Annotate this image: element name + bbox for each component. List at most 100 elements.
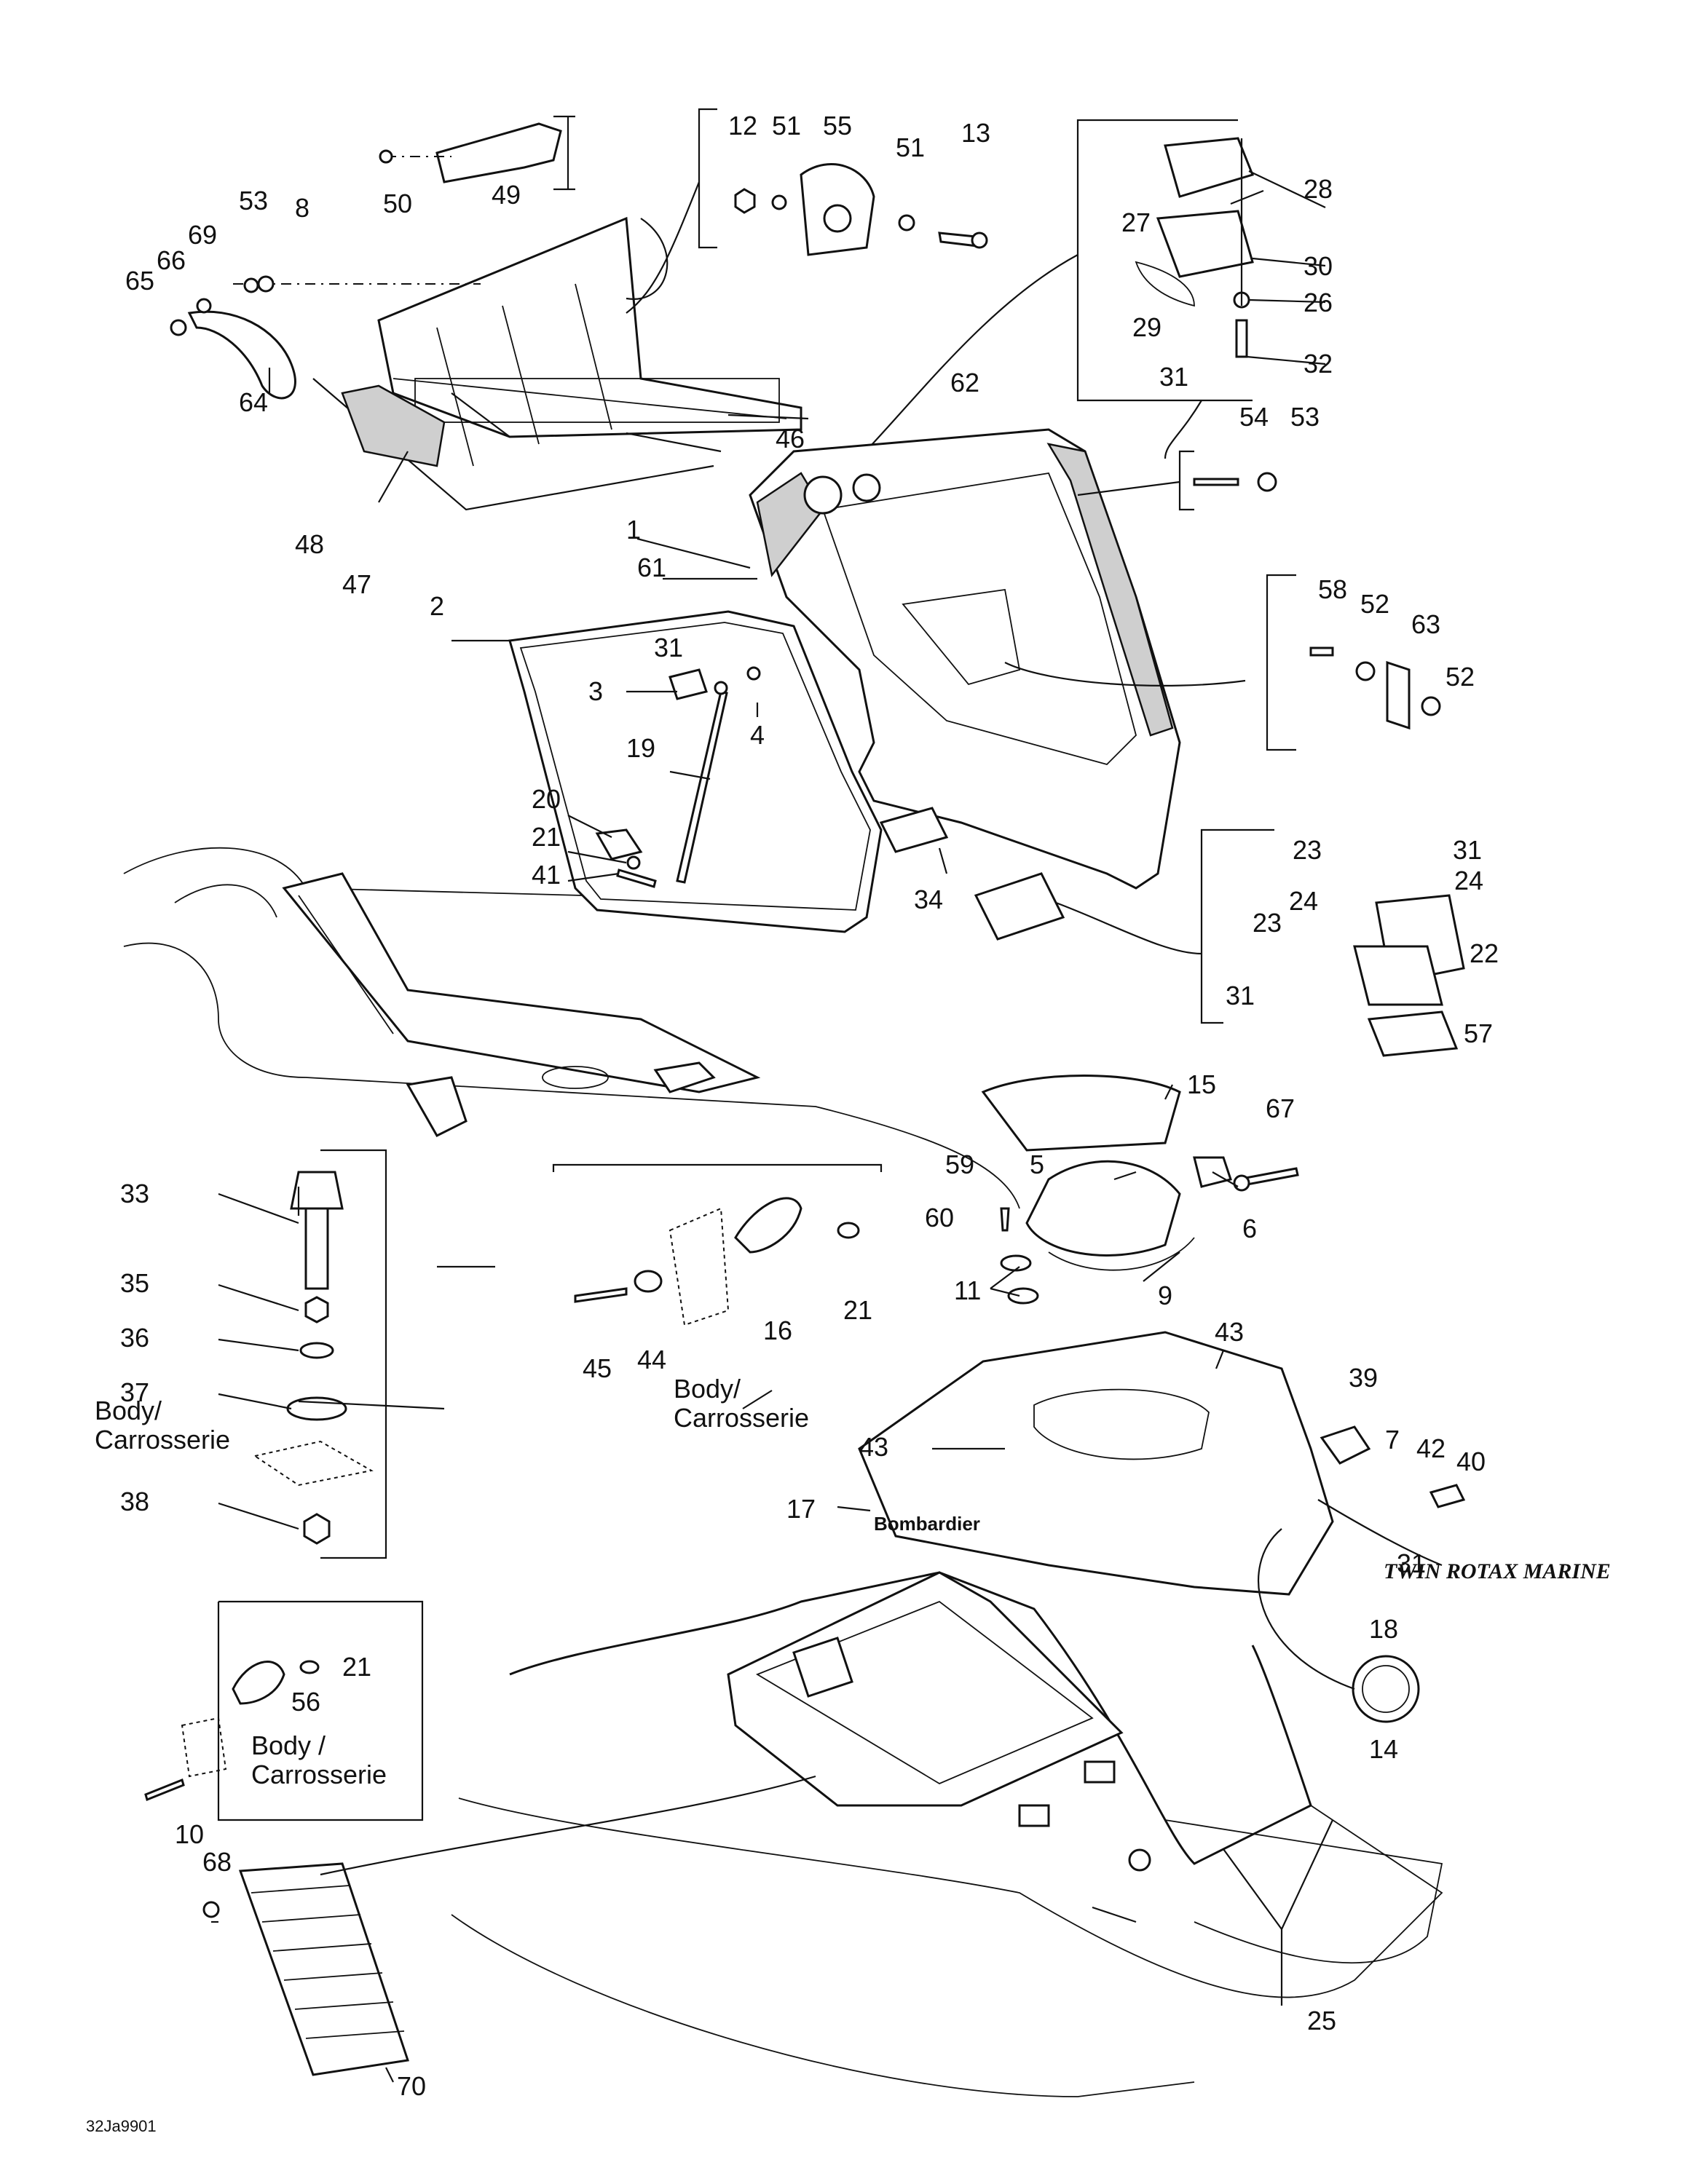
front-hood-drawing: Bombardier <box>858 1331 1466 1596</box>
callout-62: 62 <box>950 368 979 397</box>
storage-lid-drawing <box>749 428 1246 890</box>
callout-13: 13 <box>961 118 990 148</box>
callout-3: 3 <box>588 676 603 706</box>
callout-7: 7 <box>1385 1425 1400 1455</box>
callout-28: 28 <box>1304 174 1333 204</box>
callout-11: 11 <box>954 1275 981 1305</box>
callout-60: 60 <box>925 1203 954 1233</box>
callout-45: 45 <box>583 1353 612 1383</box>
callout-35: 35 <box>120 1268 149 1298</box>
callout-31a: 31 <box>1159 362 1188 392</box>
callout-39: 39 <box>1349 1363 1378 1393</box>
callout-43a: 43 <box>1215 1317 1244 1347</box>
svg-text:Carrosserie: Carrosserie <box>95 1425 230 1455</box>
callout-6: 6 <box>1242 1214 1257 1243</box>
callout-20: 20 <box>532 784 561 814</box>
callout-5: 5 <box>1030 1150 1044 1179</box>
callout-68: 68 <box>202 1847 232 1877</box>
callout-66: 66 <box>157 245 186 275</box>
grille-70-drawing <box>238 1862 409 2076</box>
callout-53b: 53 <box>1290 402 1320 432</box>
callout-25: 25 <box>1307 2006 1336 2035</box>
gasket-2-drawing <box>508 610 883 933</box>
callout-labels: 1 2 3 4 5 6 7 8 9 10 11 12 13 14 15 16 1… <box>120 111 1499 2101</box>
callout-41: 41 <box>532 860 561 890</box>
callout-30: 30 <box>1304 251 1333 281</box>
callout-59: 59 <box>945 1150 974 1179</box>
callout-56: 56 <box>291 1687 320 1717</box>
svg-text:Carrosserie: Carrosserie <box>251 1760 387 1789</box>
callout-42: 42 <box>1416 1433 1446 1463</box>
callout-46: 46 <box>776 424 805 454</box>
svg-text:Body/: Body/ <box>674 1374 741 1404</box>
callout-44: 44 <box>637 1345 666 1374</box>
callout-18: 18 <box>1369 1614 1398 1644</box>
svg-text:Body /: Body / <box>251 1730 326 1760</box>
callout-24b: 24 <box>1289 886 1318 916</box>
callout-48: 48 <box>295 529 324 559</box>
callout-17: 17 <box>786 1494 816 1524</box>
callout-38: 38 <box>120 1487 149 1516</box>
svg-text:Carrosserie: Carrosserie <box>674 1403 809 1433</box>
callout-31b: 31 <box>654 633 683 662</box>
callout-21b: 21 <box>843 1295 872 1325</box>
hinge-block-group-drawing <box>698 108 988 256</box>
callout-24: 24 <box>1454 866 1483 895</box>
callout-49: 49 <box>492 180 521 210</box>
callout-15: 15 <box>1187 1069 1216 1099</box>
body-label-center: Body/ Carrosserie <box>674 1374 809 1433</box>
callout-64: 64 <box>239 387 268 417</box>
callout-31d: 31 <box>1226 981 1255 1010</box>
callout-8: 8 <box>295 193 309 223</box>
latch-group-drawing <box>844 119 1255 474</box>
callout-51b: 51 <box>896 132 925 162</box>
callout-22: 22 <box>1470 938 1499 968</box>
svg-text:Body/: Body/ <box>95 1396 162 1425</box>
callout-34: 34 <box>914 885 943 914</box>
callout-19: 19 <box>626 733 655 763</box>
callout-47: 47 <box>342 569 371 599</box>
callout-58: 58 <box>1318 574 1347 604</box>
body-label-bottom: Body / Carrosserie <box>251 1730 387 1789</box>
figure-code: 32Ja9901 <box>86 2117 157 2135</box>
leader-lines <box>211 170 1333 2083</box>
callout-27: 27 <box>1121 207 1151 237</box>
callout-1: 1 <box>626 515 641 545</box>
handle-64-drawing <box>187 310 296 400</box>
callout-16: 16 <box>763 1315 792 1345</box>
callout-36: 36 <box>120 1323 149 1353</box>
callout-54: 54 <box>1239 402 1269 432</box>
callout-57: 57 <box>1464 1018 1493 1048</box>
callout-69: 69 <box>188 220 217 250</box>
callout-23: 23 <box>1293 835 1322 865</box>
callout-31e: 31 <box>1397 1548 1426 1578</box>
bracket-49-drawing <box>435 122 562 183</box>
callout-21c: 21 <box>342 1652 371 1682</box>
callout-26: 26 <box>1304 288 1333 317</box>
callout-55: 55 <box>823 111 852 141</box>
callout-63: 63 <box>1411 609 1440 639</box>
callout-43b: 43 <box>859 1432 888 1462</box>
callout-33: 33 <box>120 1179 149 1208</box>
callout-4: 4 <box>750 720 765 750</box>
callout-12: 12 <box>728 111 757 141</box>
storage-tray-drawing <box>312 181 802 511</box>
callout-23b: 23 <box>1253 908 1282 938</box>
callout-70: 70 <box>397 2071 426 2101</box>
callout-2: 2 <box>430 591 444 621</box>
watercraft-body-drawing <box>123 847 1020 1209</box>
mesh-pad-drawing <box>341 384 446 467</box>
callout-53a: 53 <box>239 186 268 215</box>
callout-10: 10 <box>175 1819 204 1849</box>
callout-31c: 31 <box>1453 835 1482 865</box>
callout-9: 9 <box>1158 1281 1172 1310</box>
callout-67: 67 <box>1266 1093 1295 1123</box>
callout-51a: 51 <box>772 111 801 141</box>
callout-52b: 52 <box>1446 662 1475 692</box>
callout-21: 21 <box>532 822 561 852</box>
callout-32: 32 <box>1304 349 1333 379</box>
callout-52a: 52 <box>1360 589 1389 619</box>
callout-40: 40 <box>1456 1447 1486 1476</box>
callout-65: 65 <box>125 266 154 296</box>
